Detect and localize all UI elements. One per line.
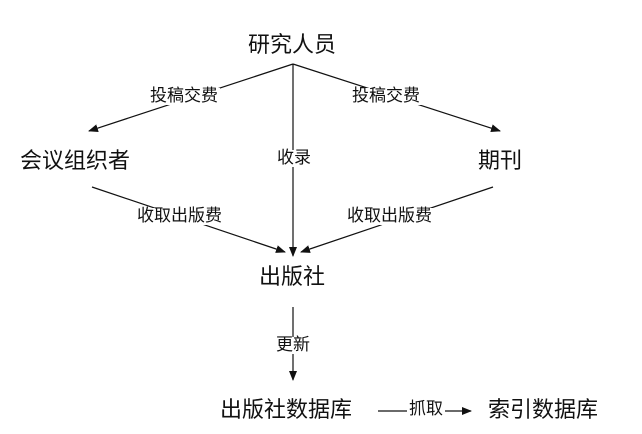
label-crawl: 抓取 [407, 399, 445, 419]
label-update: 更新 [274, 335, 312, 355]
label-publish-fee-left: 收取出版费 [135, 206, 224, 226]
node-index-database: 索引数据库 [488, 398, 599, 423]
node-journals: 期刊 [478, 149, 523, 174]
node-publisher-database: 出版社数据库 [220, 398, 353, 423]
node-conference-organizers: 会议组织者 [20, 149, 131, 174]
label-submit-fee-right: 投稿交费 [350, 86, 422, 106]
node-publisher: 出版社 [259, 265, 326, 290]
node-researchers: 研究人员 [248, 33, 337, 58]
label-publish-fee-right: 收取出版费 [345, 206, 434, 226]
label-accept: 收录 [275, 148, 313, 168]
label-submit-fee-left: 投稿交费 [148, 86, 220, 106]
